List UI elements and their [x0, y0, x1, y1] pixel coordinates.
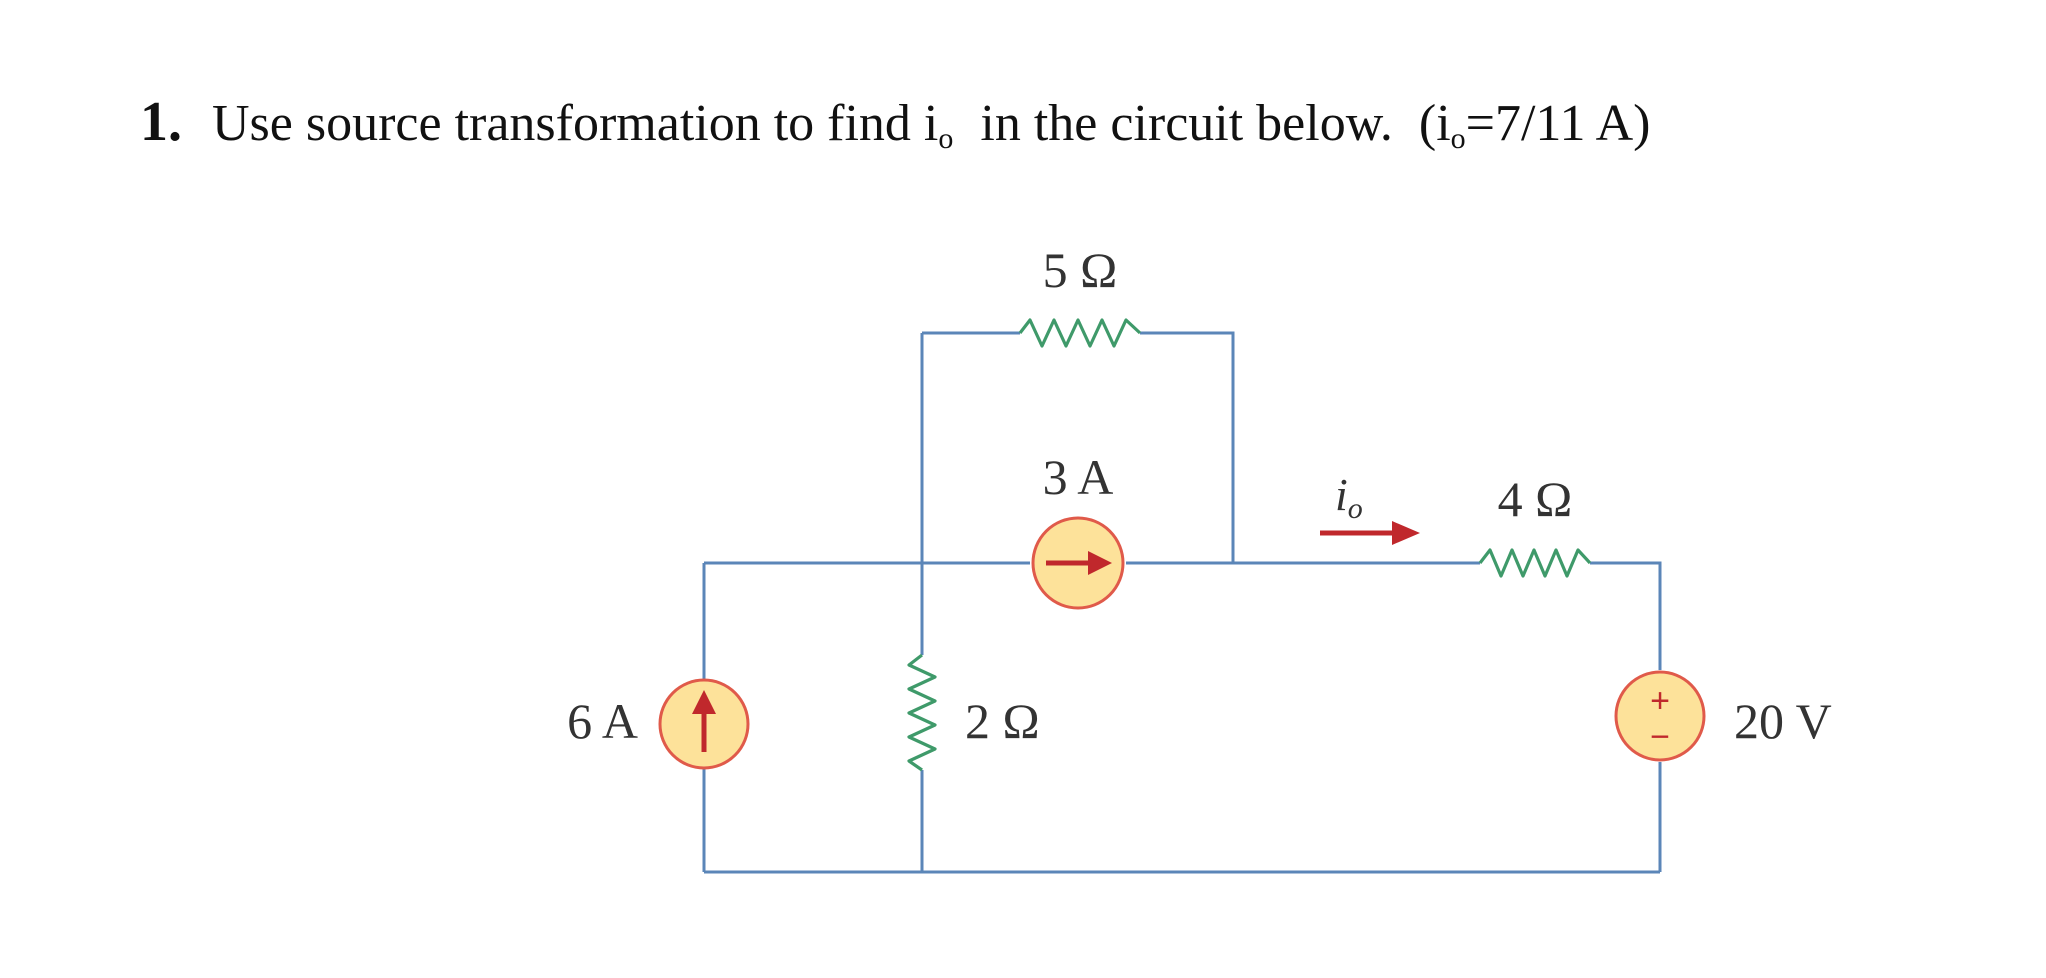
current-source-3A — [1031, 516, 1125, 610]
problem-text-part-1: Use source transformation to find i — [212, 95, 939, 152]
resistor-4-ohm — [1478, 548, 1592, 578]
voltage-source-20V: + − — [1614, 670, 1706, 762]
answer-subscript: o — [1450, 122, 1466, 155]
label-5-ohm: 5 Ω — [1043, 242, 1118, 298]
problem-number: 1. — [140, 91, 182, 153]
resistor-5-ohm — [1018, 318, 1142, 348]
wires — [702, 331, 1662, 874]
right-arrow-icon — [1320, 521, 1420, 545]
label-6A: 6 A — [567, 693, 638, 749]
label-3A: 3 A — [1043, 449, 1114, 505]
label-io-symbol: i — [1335, 469, 1348, 520]
polarity-minus: − — [1650, 718, 1670, 756]
wire-top-right — [1140, 331, 1235, 563]
problem-statement: 1.Use source transformation to find io i… — [140, 86, 1650, 167]
label-20V: 20 V — [1734, 693, 1832, 749]
problem-subscript-1: o — [938, 122, 954, 155]
current-io-arrow — [1320, 521, 1420, 545]
answer-value: =7/11 A) — [1465, 95, 1651, 152]
resistor-2-ohm — [907, 653, 937, 772]
label-4-ohm: 4 Ω — [1498, 471, 1573, 527]
polarity-plus: + — [1650, 682, 1670, 720]
right-arrow-icon — [1046, 551, 1112, 575]
answer-open: (i — [1418, 95, 1451, 152]
label-io-subscript: o — [1348, 492, 1363, 525]
resistors — [907, 318, 1592, 772]
up-arrow-icon — [692, 690, 716, 752]
current-source-6A — [658, 678, 750, 770]
problem-text-part-2: in the circuit below. — [980, 95, 1393, 152]
label-io: io — [1335, 469, 1363, 525]
label-2-ohm: 2 Ω — [965, 693, 1040, 749]
wire-4ohm-right — [1590, 561, 1662, 670]
